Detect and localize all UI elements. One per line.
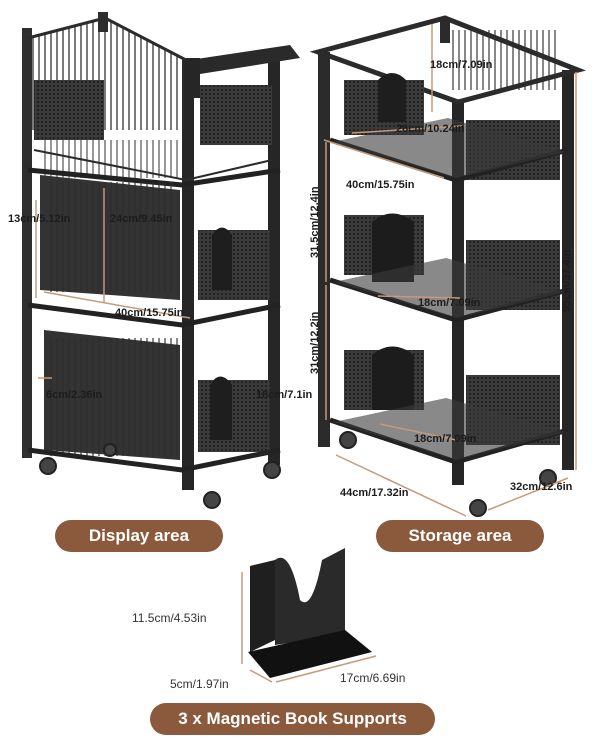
display-dim-40: 40cm/15.75in	[115, 307, 184, 319]
display-dim-18: 18cm/7.1in	[256, 389, 313, 401]
display-area-label: Display area	[55, 520, 223, 552]
storage-dim-31-5: 31.5cm/12.4in	[309, 186, 321, 258]
display-dim-13: 13cm/5.12in	[8, 213, 71, 225]
storage-dim-26: 26cm/10.24in	[396, 123, 465, 135]
storage-dim-18-top: 18cm/7.09in	[430, 59, 493, 71]
support-dim-depth: 5cm/1.97in	[170, 677, 229, 691]
support-dim-height: 11.5cm/4.53in	[132, 611, 207, 625]
storage-dim-18-mid: 18cm/7.09in	[418, 297, 481, 309]
storage-dim-18-bottom: 18cm/7.09in	[414, 433, 477, 445]
storage-dim-32: 32cm/12.6in	[510, 481, 573, 493]
display-dim-6: 6cm/2.36in	[46, 389, 103, 401]
storage-dim-31: 31cm/12.2in	[309, 311, 321, 374]
storage-dim-44: 44cm/17.32in	[340, 487, 409, 499]
storage-dim-40: 40cm/15.75in	[346, 179, 415, 191]
display-dim-24: 24cm/9.45in	[110, 213, 173, 225]
storage-dim-95: 95cm/37.4in	[561, 249, 573, 312]
storage-area-label: Storage area	[376, 520, 544, 552]
book-supports-label: 3 x Magnetic Book Supports	[150, 703, 435, 735]
support-dim-width: 17cm/6.69in	[340, 671, 406, 685]
